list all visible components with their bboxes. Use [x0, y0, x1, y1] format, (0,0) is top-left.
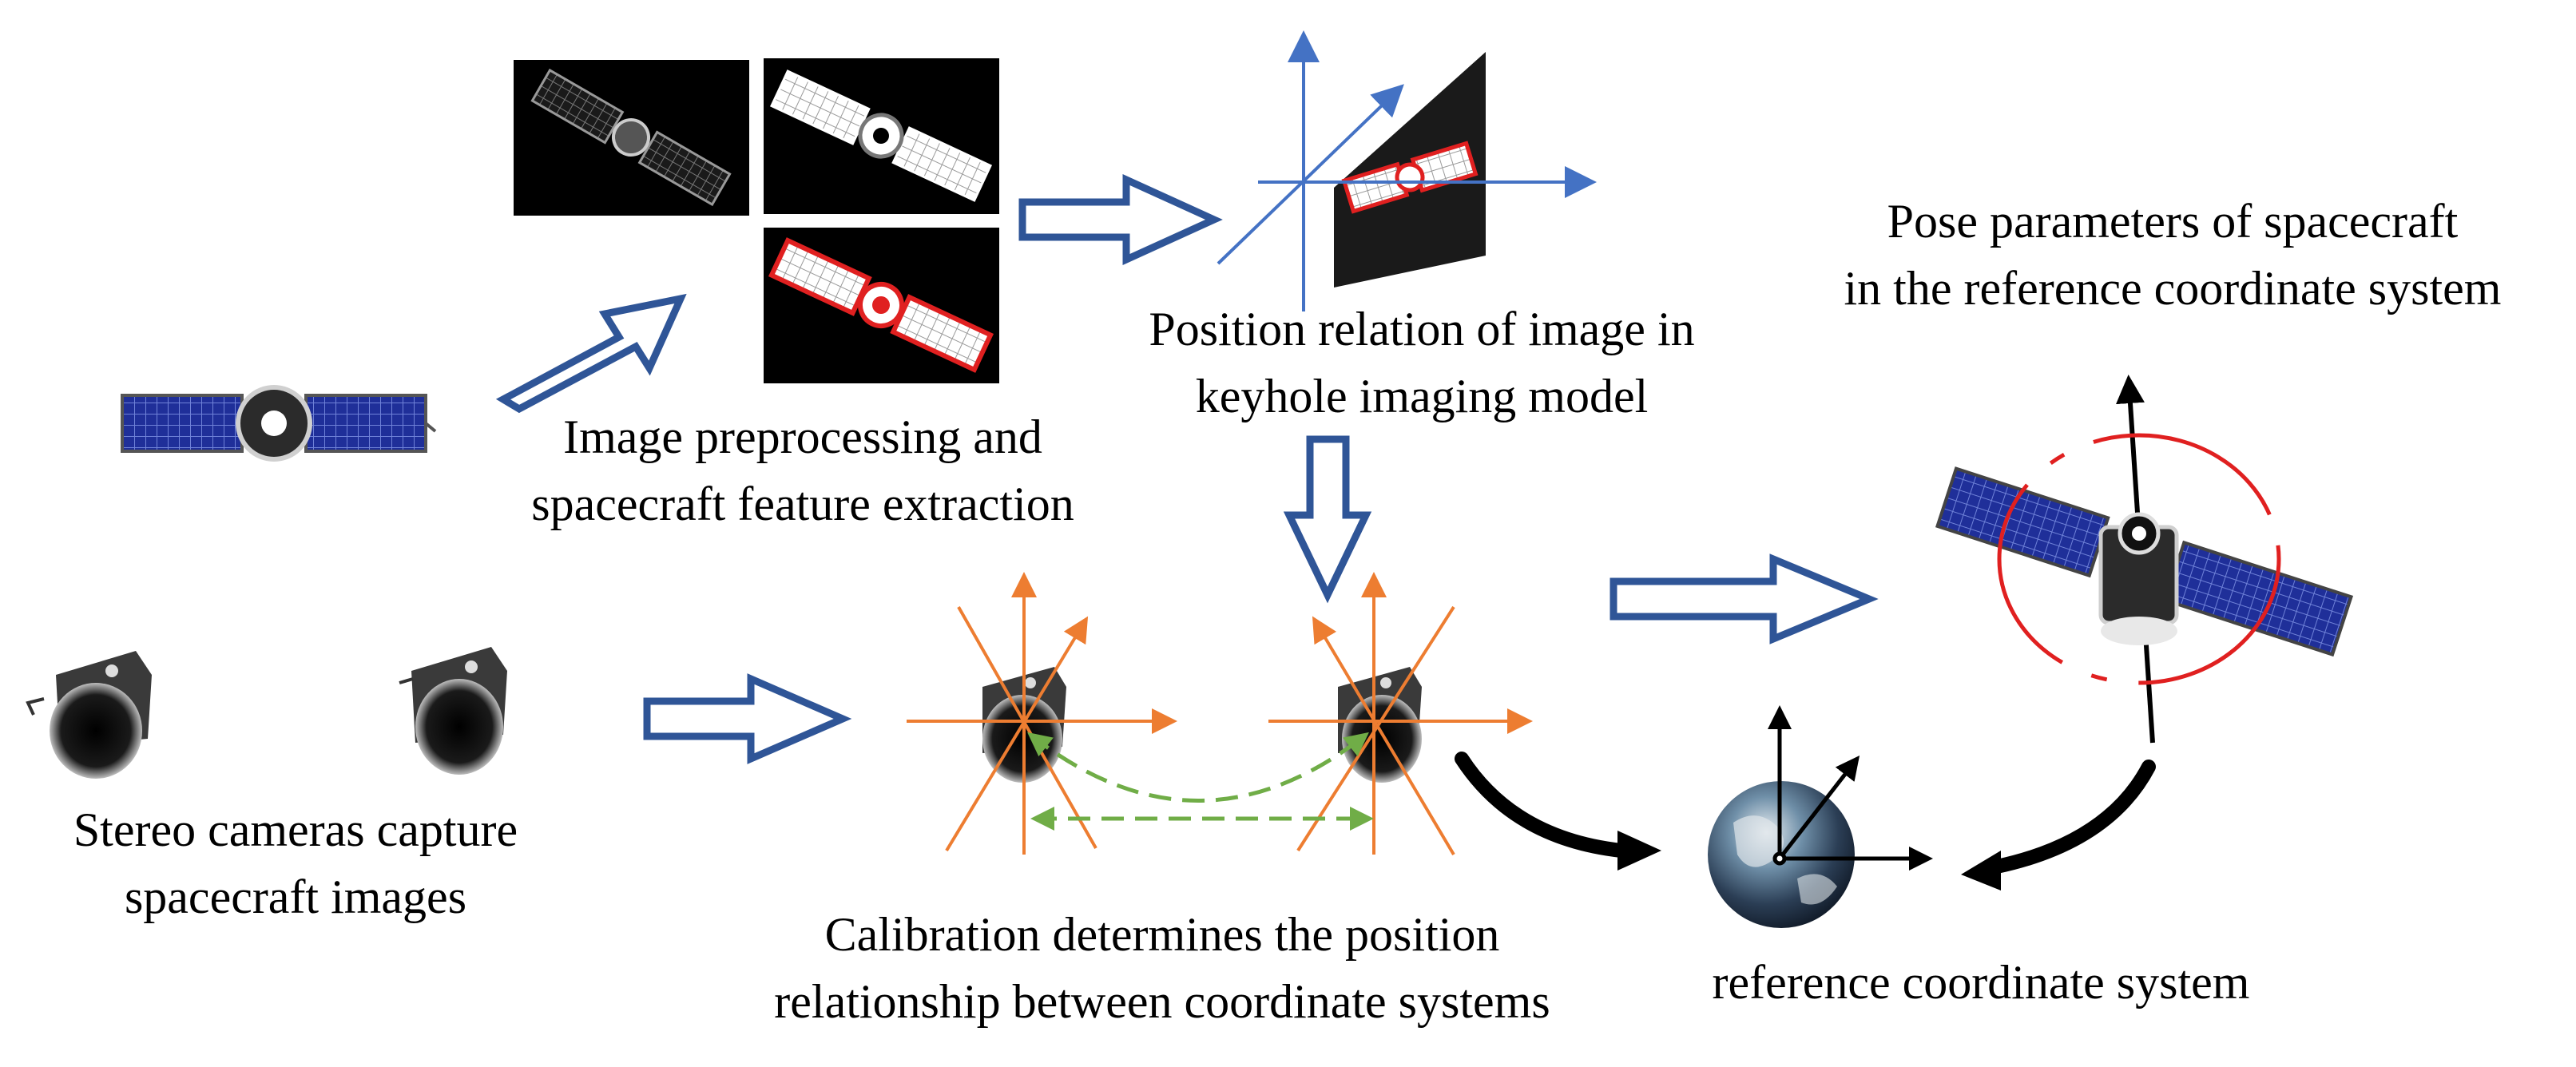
- coordinate-axes-icon: [1768, 705, 1933, 871]
- flow-arrow-to-keyhole: [1018, 174, 1223, 265]
- flow-arrow-to-preprocess: [495, 293, 687, 414]
- label-keyhole-model: Position relation of image in keyhole im…: [1149, 303, 1695, 422]
- label-pose-parameters: Pose parameters of spacecraft in the ref…: [1844, 195, 2502, 315]
- keyhole-imaging-model: [1217, 30, 1597, 311]
- flow-arrow-to-pose: [1610, 553, 1879, 645]
- pose-satellite: [1935, 375, 2354, 744]
- label-stereo-cameras: Stereo cameras capture spacecraft images: [73, 803, 518, 923]
- label-preprocessing: Image preprocessing and spacecraft featu…: [531, 411, 1074, 530]
- curved-arrow-calib-to-ref: [1455, 752, 1629, 858]
- flow-arrow-stereo-to-calib: [643, 673, 852, 764]
- processed-image-features: [764, 228, 999, 383]
- satellite-icon: [121, 385, 437, 462]
- curved-arrow-pose-to-ref: [1990, 760, 2156, 874]
- flow-arrow-to-calibration: [1283, 435, 1372, 604]
- processed-image-gray: [514, 60, 749, 216]
- calibration-cameras: [907, 572, 1533, 856]
- processed-image-binary: [764, 58, 999, 214]
- label-reference-system: reference coordinate system: [1712, 956, 2250, 1009]
- label-calibration: Calibration determines the position rela…: [774, 908, 1550, 1028]
- stereo-camera-icon: [26, 647, 507, 779]
